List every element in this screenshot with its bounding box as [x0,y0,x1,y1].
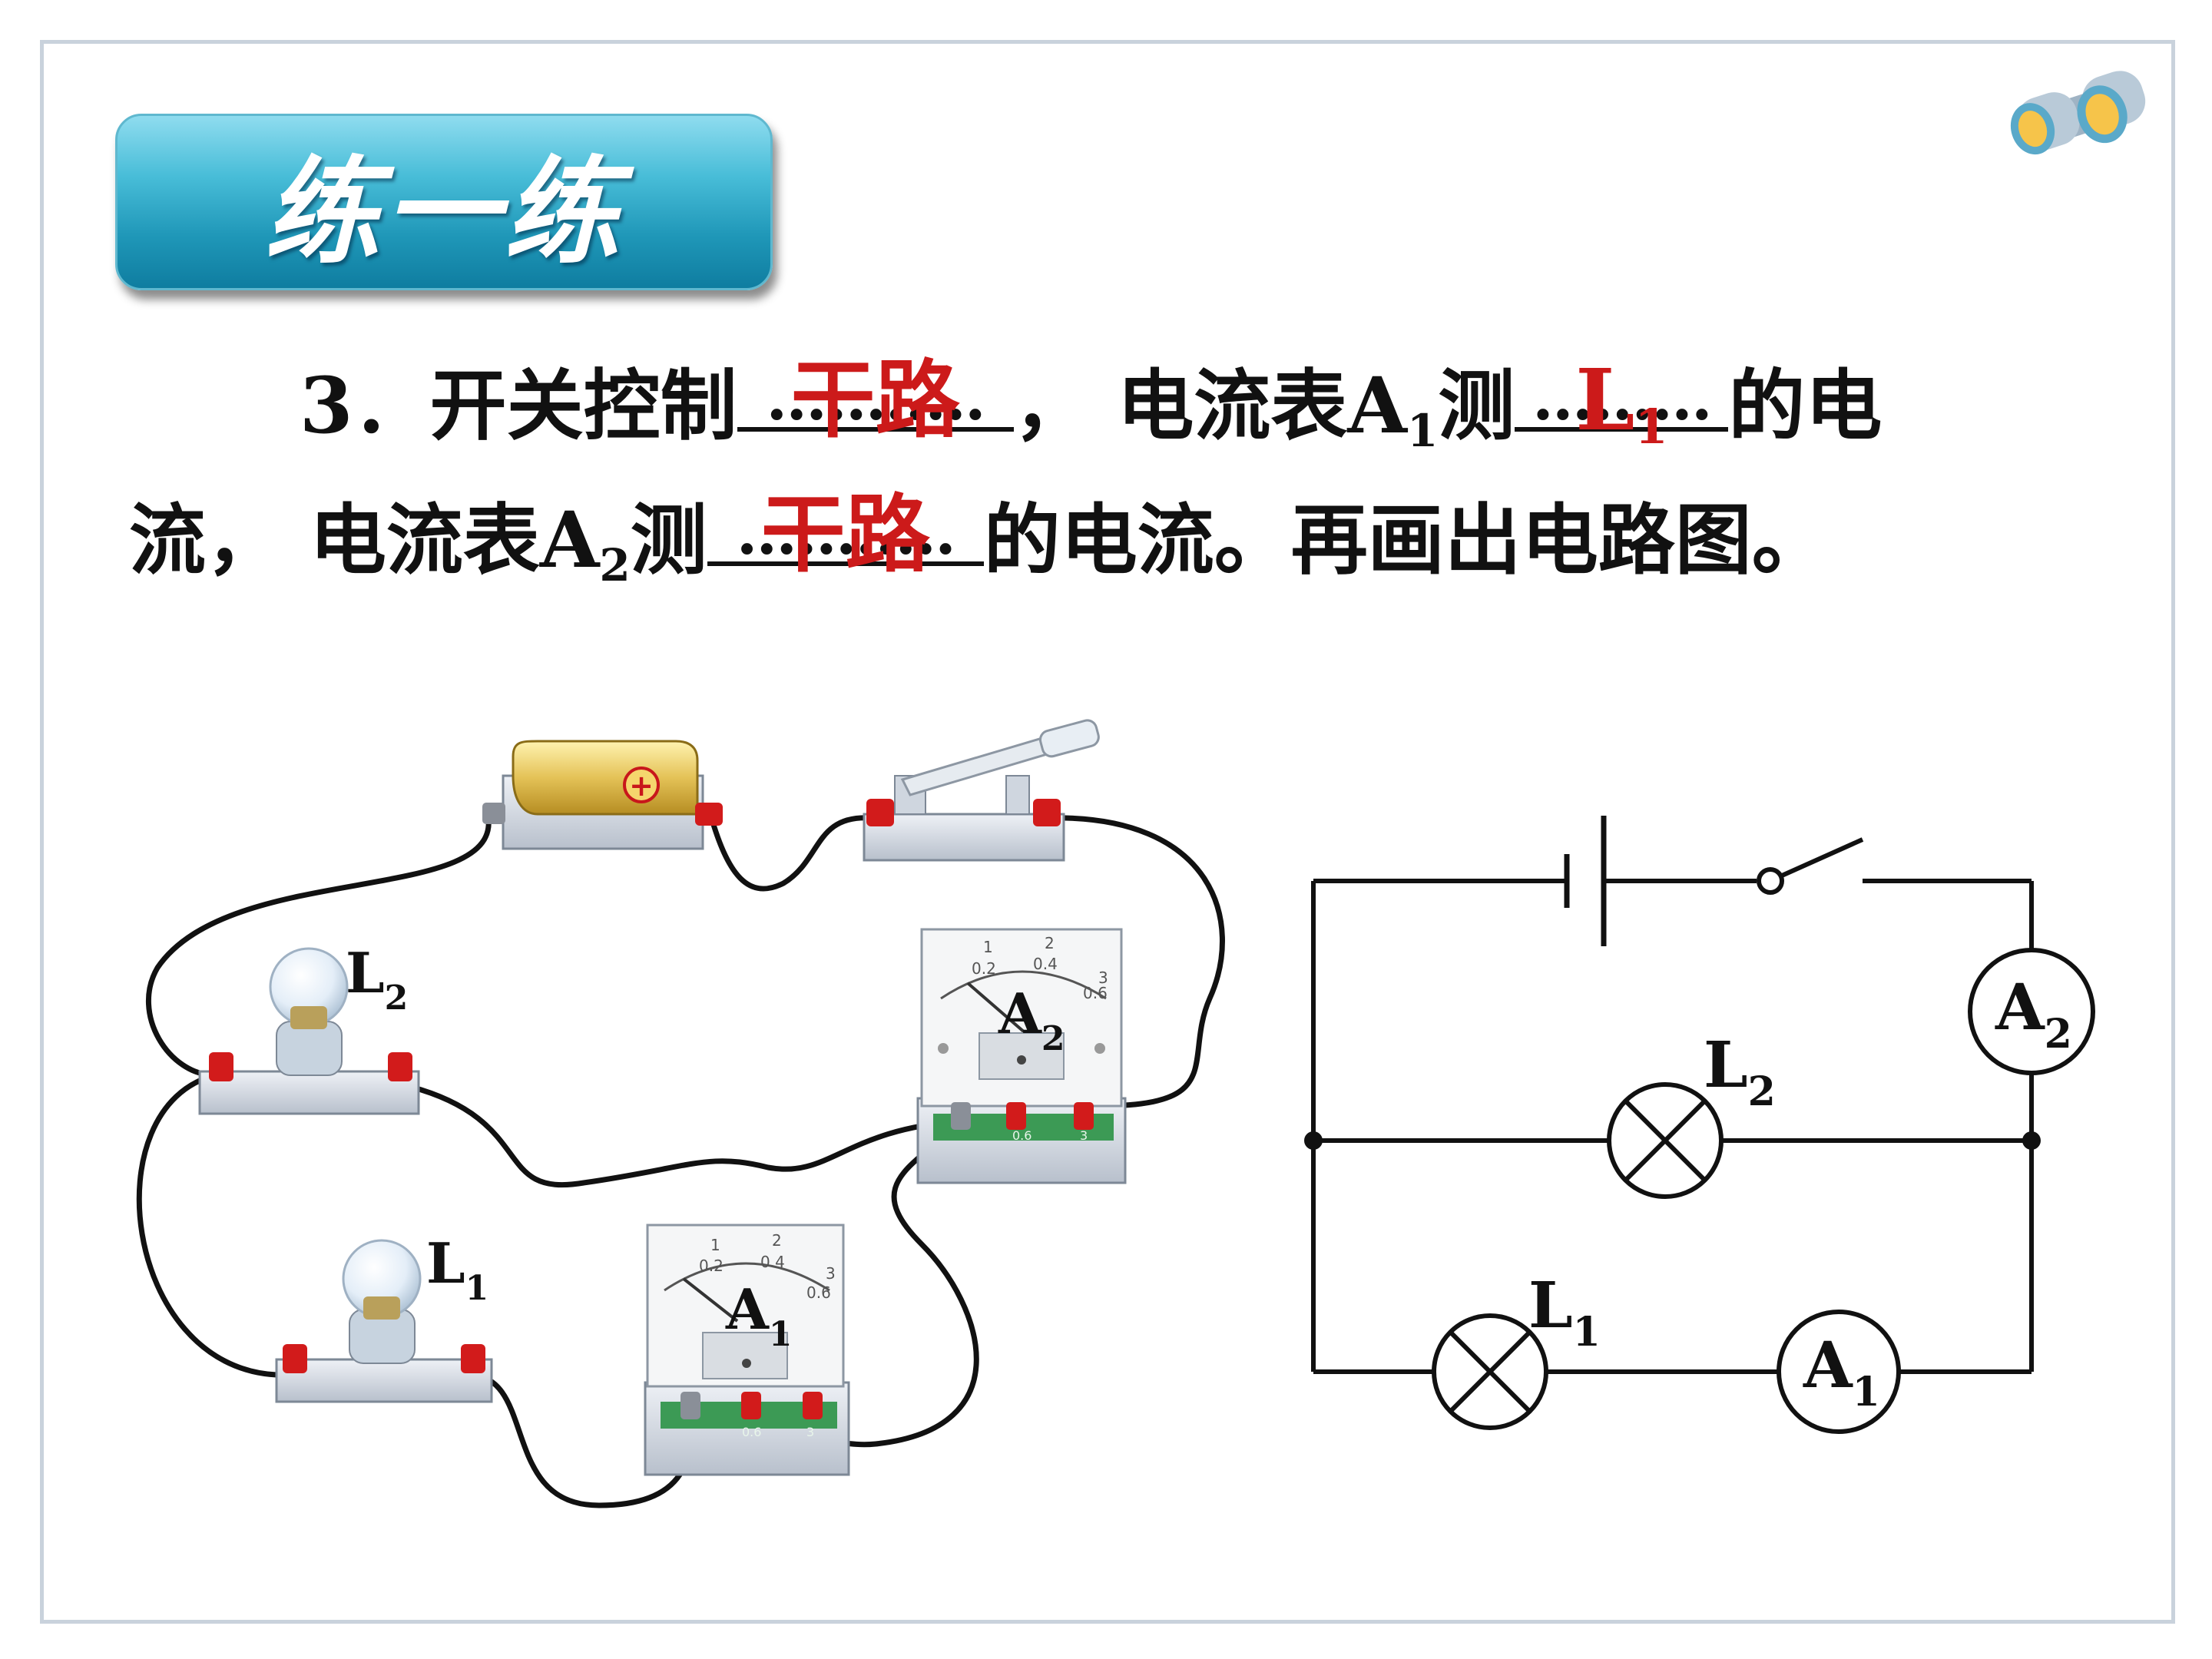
svg-text:0.6: 0.6 [1083,984,1108,1002]
schematic-label-L1: L1 [1528,1269,1601,1356]
junction-dot [1304,1131,1323,1150]
answer-text: 干路 [790,350,960,449]
schematic-switch [1757,837,1864,895]
svg-text:0.6: 0.6 [806,1283,831,1302]
svg-text:0.4: 0.4 [1033,955,1058,973]
question-number: 3． [300,360,430,451]
svg-text:0.2: 0.2 [699,1257,724,1275]
svg-text:3: 3 [826,1264,836,1283]
question-text: 测 [1438,360,1515,451]
battery: + [482,740,723,850]
answer-subscript: 1 [1634,399,1668,455]
question-text: 开关控制 [429,360,737,451]
title-banner: 练一练 [115,114,773,290]
junction-dot [2022,1131,2041,1150]
svg-text:2: 2 [772,1231,782,1250]
label-L2: L2 [346,940,408,1018]
svg-text:1: 1 [983,938,993,956]
answer-blank-3: ...........干路 [707,492,984,577]
answer-letter: L [1575,350,1635,449]
svg-text:3: 3 [1098,969,1108,987]
binoculars-icon [2010,71,2146,155]
answer-text: L1 [1575,350,1667,451]
schematic-lamp-L1 [1432,1313,1548,1430]
svg-text:0.6: 0.6 [742,1425,761,1439]
ammeter-A1: 0.2 0.4 0.6 1 2 3 0.6 3 [644,1224,850,1476]
question-text: 的电 [1728,360,1883,451]
svg-text:3: 3 [806,1425,814,1439]
svg-text:3: 3 [1080,1128,1088,1143]
schematic-battery [1564,816,1607,946]
bulb-L2 [198,947,420,1115]
question-text: 流， 电流表A [129,495,600,585]
subscript: 1 [1407,405,1439,457]
physical-wires [136,811,1225,1508]
schematic-lamp-L2 [1607,1082,1724,1199]
svg-text:A1: A1 [1803,1329,1880,1416]
question-text: ， 电流表A [1013,360,1407,451]
answer-blank-2: .........L1 [1515,358,1729,451]
schematic-label-L2: L2 [1704,1028,1776,1115]
schematic-ammeter-A2: A2 [1968,948,2095,1075]
label-A1: A1 [725,1277,793,1354]
svg-text:0.4: 0.4 [760,1253,785,1271]
question-line-2: 流， 电流表A2测...........干路的电流。再画出电路图。 [129,492,1829,591]
svg-text:1: 1 [710,1236,720,1254]
banner-title: 练一练 [263,144,624,280]
answer-blank-1: ...........干路 [737,358,1014,442]
slide-frame [40,40,2175,1624]
label-L1: L1 [426,1230,488,1308]
schematic-ammeter-A1: A1 [1777,1310,1901,1434]
schematic-wires [1311,879,2034,1374]
svg-text:+: + [629,769,654,803]
answer-text: 干路 [760,485,930,584]
bulb-L1 [275,1239,493,1403]
ammeter-A2: 0.2 0.4 0.6 1 2 3 0.6 3 [916,928,1127,1184]
subscript: 2 [599,539,631,591]
svg-text:2: 2 [1045,934,1055,952]
question-text: 的电流。再画出电路图。 [983,495,1829,585]
knife-switch [863,719,1100,862]
svg-text:0.6: 0.6 [1012,1128,1031,1143]
question-text: 测 [630,495,707,585]
svg-text:0.2: 0.2 [972,959,996,978]
svg-text:A2: A2 [1995,971,2072,1058]
label-A2: A2 [998,981,1065,1058]
